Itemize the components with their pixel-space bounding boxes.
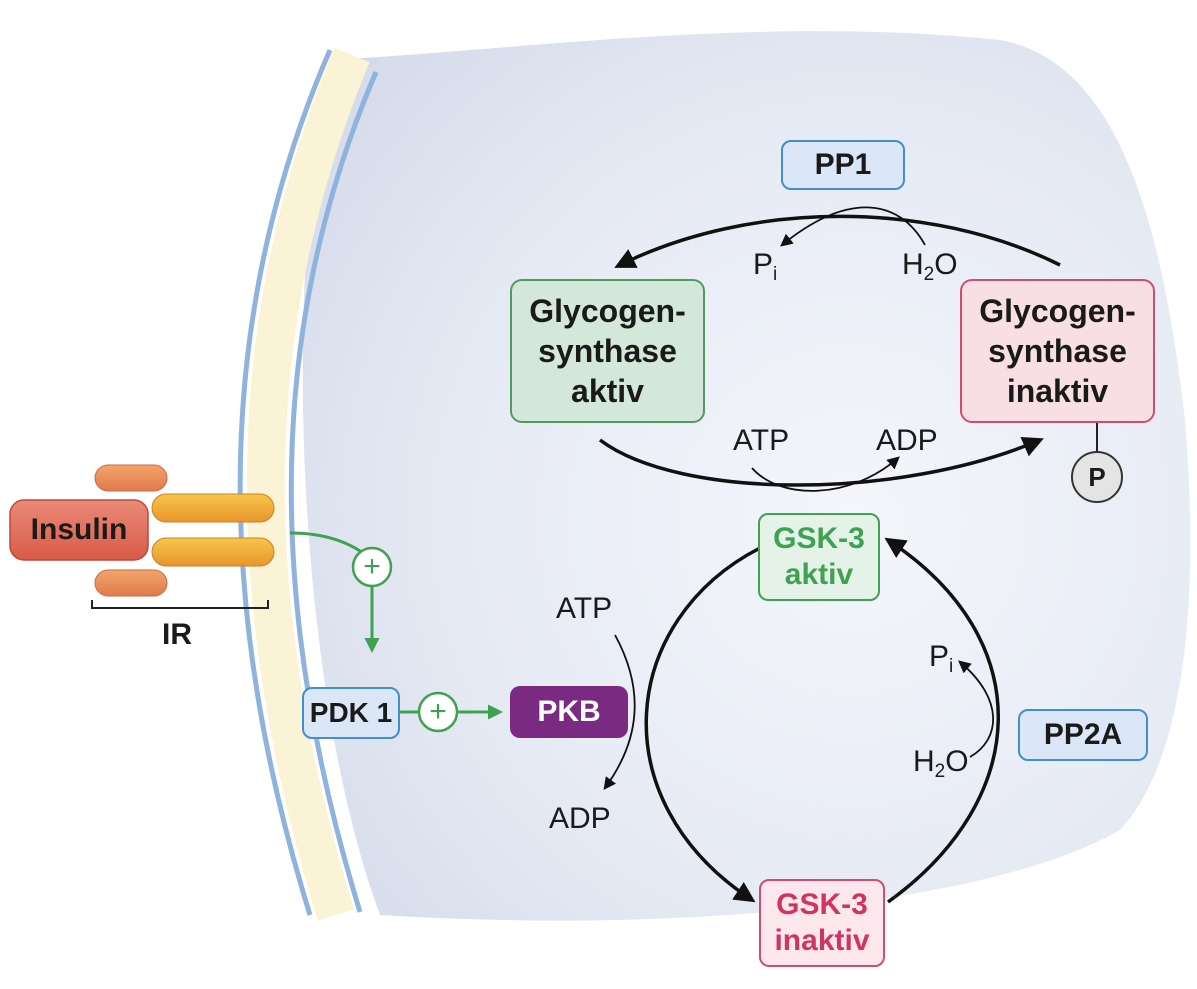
glycogen-synthase-active-box: Glycogen- synthase aktiv — [510, 279, 705, 423]
activation-plus-1: + — [363, 550, 381, 583]
bottom-pi-subscript: i — [949, 656, 954, 677]
pp2a-box: PP2A — [1018, 709, 1148, 761]
glycogen-synthase-inactive-box: Glycogen- synthase inaktiv — [960, 279, 1155, 423]
top-water-subscript: 2 — [923, 264, 935, 285]
arrow-atp-to-adp-top — [751, 456, 900, 492]
arrow-water-to-pi-bottom — [958, 660, 995, 758]
gsk3-active-line1: GSK-3 — [773, 522, 865, 555]
arrow-dephosphorylation-gs — [614, 214, 1061, 268]
top-water-o: O — [934, 248, 958, 281]
top-pi-label: Pi — [753, 248, 777, 286]
gs-active-line1: Glycogen- — [529, 293, 686, 329]
pkb-box: PKB — [510, 686, 628, 738]
top-water-h: H — [902, 248, 924, 281]
arrow-atp-to-adp-bottom — [603, 634, 636, 791]
arrow-phosphorylation-gs — [598, 436, 1044, 487]
receptor-chain-top-small — [94, 464, 168, 492]
gs-active-line2: synthase — [538, 333, 677, 369]
pp1-box: PP1 — [781, 140, 905, 190]
top-adp-label: ADP — [876, 424, 938, 457]
pdk1-box: PDK 1 — [302, 687, 400, 739]
bottom-water-label: H2O — [913, 745, 969, 783]
gsk3-inactive-box: GSK-3 inaktiv — [759, 879, 885, 967]
bottom-water-subscript: 2 — [934, 761, 946, 782]
gsk3-inactive-line1: GSK-3 — [776, 888, 868, 921]
cell-body — [302, 31, 1191, 921]
phosphate-label: P — [1088, 461, 1106, 492]
bottom-water-o: O — [945, 745, 969, 778]
gs-inactive-line1: Glycogen- — [979, 293, 1136, 329]
top-water-label: H2O — [902, 248, 958, 286]
bottom-water-h: H — [913, 745, 935, 778]
bottom-adp-label: ADP — [549, 802, 611, 835]
gsk3-active-box: GSK-3 aktiv — [758, 513, 880, 601]
arrow-phosphorylation-gsk3 — [644, 546, 761, 903]
gsk3-inactive-line2: inaktiv — [774, 924, 870, 957]
bottom-pi-label: Pi — [929, 640, 953, 678]
gsk3-active-line2: aktiv — [784, 558, 854, 591]
membrane-outer — [237, 49, 333, 916]
bottom-atp-label: ATP — [556, 592, 613, 625]
phosphate-circle — [1071, 451, 1123, 503]
receptor-chain-bottom-small — [94, 569, 168, 597]
top-pi-subscript: i — [773, 264, 778, 285]
top-atp-label: ATP — [733, 424, 790, 457]
receptor-chain-top-large — [151, 493, 275, 523]
gs-active-line3: aktiv — [571, 373, 644, 409]
receptor-bracket — [91, 600, 269, 609]
activation-circle-2 — [417, 691, 459, 733]
insulin-shape — [9, 499, 149, 561]
gs-inactive-line2: synthase — [988, 333, 1127, 369]
arrow-water-to-pi-top — [780, 206, 926, 247]
activation-circle-1 — [351, 546, 393, 588]
membrane-cream — [246, 47, 370, 921]
receptor-chain-bottom-large — [151, 537, 275, 567]
receptor-label: IR — [162, 618, 192, 651]
membrane-inner — [288, 71, 379, 913]
top-pi-text: P — [753, 248, 774, 281]
arrow-dephosphorylation-gsk3 — [884, 537, 1000, 904]
gs-inactive-line3: inaktiv — [1006, 373, 1109, 409]
activation-plus-2: + — [429, 695, 447, 728]
bottom-pi-text: P — [929, 640, 950, 673]
insulin-label: Insulin — [30, 513, 128, 546]
